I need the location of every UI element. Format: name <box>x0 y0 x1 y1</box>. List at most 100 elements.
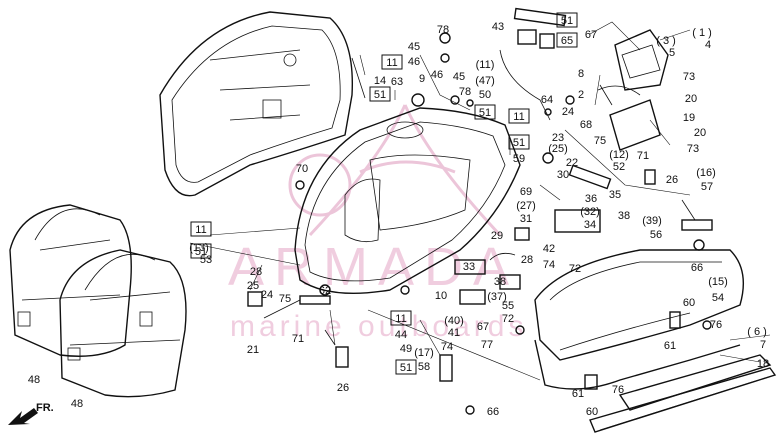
part-callout: 67 <box>477 321 489 333</box>
part-callout-number: 76 <box>710 319 722 331</box>
watermark-logo <box>288 104 502 237</box>
part-callout: 75 <box>594 135 606 147</box>
part-callout-number: 22 <box>566 157 578 169</box>
part-callout-box <box>395 359 417 375</box>
part-callout: 75 <box>279 293 291 305</box>
part-callout: 51 <box>474 104 496 120</box>
part-callout: 35 <box>609 189 621 201</box>
part-callout: 38 <box>618 210 630 222</box>
part-callout-number: (32) <box>580 206 600 218</box>
part-callout-number: 28 <box>521 254 533 266</box>
part-callout: 73 <box>683 71 695 83</box>
inner-bag-right <box>59 249 187 398</box>
part-callout-number: (13) <box>189 242 209 254</box>
part-callout: 51 <box>556 12 578 28</box>
part-callout-number: 45 <box>408 41 420 53</box>
part-callout-number: 9 <box>419 73 425 85</box>
part-callout: 23 <box>552 132 564 144</box>
part-callout: 11 <box>390 310 412 326</box>
part-callout-number: 51 <box>400 362 412 374</box>
part-callout-number: 26 <box>337 382 349 394</box>
part-callout-number: 78 <box>459 86 471 98</box>
part-callout-number: (47) <box>475 75 495 87</box>
part-callout: 11 <box>381 54 403 70</box>
part-callout-number: 49 <box>400 343 412 355</box>
part-callout: 76 <box>710 319 722 331</box>
part-callout: 26 <box>666 174 678 186</box>
part-callout-number: 57 <box>701 181 713 193</box>
part-callout: 56 <box>650 229 662 241</box>
part-callout-box <box>190 243 212 259</box>
part-callout-box <box>556 12 578 28</box>
front-direction-label: FR. <box>36 402 54 414</box>
part-callout-number: (11) <box>476 59 495 71</box>
part-callout-number: 31 <box>520 213 532 225</box>
part-callout-number: 44 <box>395 329 407 341</box>
part-callout-number: (17) <box>414 347 434 359</box>
part-callout-number: 38 <box>494 276 506 288</box>
watermark: ARMADA marine outboards <box>228 104 523 343</box>
front-arrow-icon <box>8 408 38 425</box>
part-callout-number: (40) <box>444 315 464 327</box>
part-callout-number: ( 6 ) <box>747 326 767 338</box>
part-callout-number: 8 <box>578 68 584 80</box>
part-callout-number: 20 <box>694 127 706 139</box>
hardware-parts <box>247 7 713 415</box>
molding-strips <box>589 354 777 433</box>
part-callout-number: 30 <box>557 169 569 181</box>
part-callout-number: 67 <box>477 321 489 333</box>
part-callout: 51 <box>395 359 417 375</box>
part-callout-number: 61 <box>664 340 676 352</box>
part-callout: 57 <box>701 181 713 193</box>
part-callout: (27) <box>516 200 536 212</box>
part-callout: ( 1 ) <box>692 27 712 39</box>
inner-liner <box>159 11 354 197</box>
part-callout: 66 <box>487 406 499 418</box>
part-callout-number: 46 <box>431 69 443 81</box>
part-callout-number: 35 <box>609 189 621 201</box>
part-callout: 28 <box>250 266 262 278</box>
part-callout: 19 <box>683 112 695 124</box>
part-callout: 68 <box>580 119 592 131</box>
part-callout: 45 <box>408 41 420 53</box>
part-callout: 61 <box>572 388 584 400</box>
part-callout-number: (37) <box>487 291 507 303</box>
part-callout: 74 <box>441 341 453 353</box>
part-callout-number: 51 <box>195 246 207 258</box>
part-callout-number: 11 <box>195 224 206 236</box>
part-callout: (16) <box>696 167 716 179</box>
part-callout: 49 <box>400 343 412 355</box>
part-callout-number: 54 <box>712 292 724 304</box>
part-callout: 22 <box>566 157 578 169</box>
part-callout: 74 <box>543 259 555 271</box>
part-callout-number: 62 <box>319 285 331 297</box>
part-callout-number: 33 <box>463 261 475 273</box>
part-callout: 30 <box>557 169 569 181</box>
part-callout-number: 66 <box>691 262 703 274</box>
part-callout: 53 <box>200 254 212 266</box>
part-callout: 58 <box>418 361 430 373</box>
part-callout-number: 61 <box>572 388 584 400</box>
part-callout-box <box>474 104 496 120</box>
part-callout-number: 28 <box>250 266 262 278</box>
part-callout-number: 71 <box>292 333 304 345</box>
part-callout-number: 48 <box>71 398 83 410</box>
part-callout-number: (27) <box>516 200 536 212</box>
part-callout: 46 <box>431 69 443 81</box>
part-callout-number: 60 <box>586 406 598 418</box>
part-callout-number: 19 <box>683 112 695 124</box>
part-callout: 78 <box>459 86 471 98</box>
part-callout-number: 4 <box>705 39 711 51</box>
part-callout: 33 <box>463 261 475 273</box>
part-callout-number: (15) <box>708 276 728 288</box>
part-callout: 26 <box>337 382 349 394</box>
part-callout: 73 <box>687 143 699 155</box>
part-callout: (15) <box>708 276 728 288</box>
part-callout: 45 <box>453 71 465 83</box>
part-callout-number: 76 <box>612 384 624 396</box>
part-callout-number: 38 <box>618 210 630 222</box>
part-callout-number: 5 <box>669 47 675 59</box>
part-callout: 11 <box>190 221 212 237</box>
